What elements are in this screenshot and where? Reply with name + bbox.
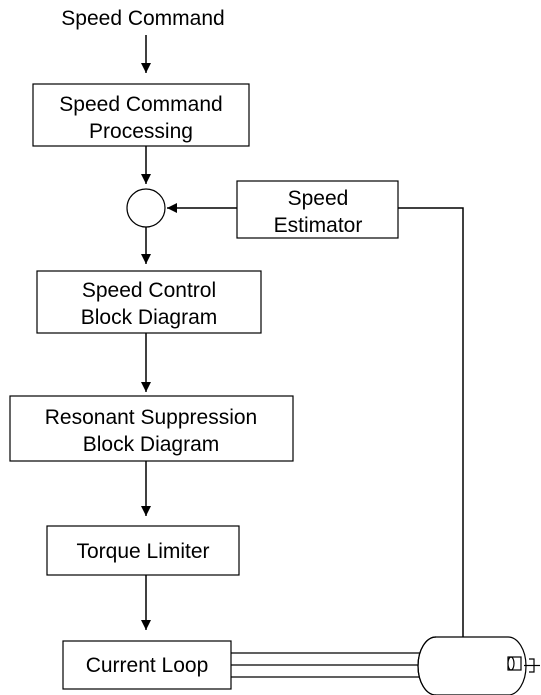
block-torque-limiter-line-1: Torque Limiter (76, 540, 209, 563)
block-speed-control-line-2: Block Diagram (81, 306, 218, 329)
block-speed-control: Speed Control Block Diagram (36, 270, 262, 334)
block-current-loop: Current Loop (62, 640, 232, 690)
three-phase-lines (231, 652, 425, 678)
block-speed-estimator: Speed Estimator (236, 180, 399, 239)
summing-junction (126, 188, 166, 228)
block-speed-control-line-1: Speed Control (82, 279, 216, 302)
feedback-line-motor-to-estimator (398, 207, 464, 672)
speed-command-label: Speed Command (61, 7, 224, 30)
block-speed-command-processing-line-2: Processing (89, 120, 193, 143)
block-torque-limiter: Torque Limiter (46, 525, 240, 576)
block-resonant-suppression: Resonant Suppression Block Diagram (9, 395, 294, 462)
block-speed-estimator-line-2: Estimator (274, 214, 363, 237)
block-current-loop-line-1: Current Loop (86, 654, 209, 677)
block-speed-command-processing-line-1: Speed Command (59, 93, 222, 116)
motor-icon (417, 636, 540, 695)
block-resonant-suppression-line-2: Block Diagram (83, 433, 220, 456)
block-speed-estimator-line-1: Speed (288, 187, 349, 210)
block-resonant-suppression-line-1: Resonant Suppression (45, 406, 257, 429)
block-speed-command-processing: Speed Command Processing (32, 83, 250, 147)
